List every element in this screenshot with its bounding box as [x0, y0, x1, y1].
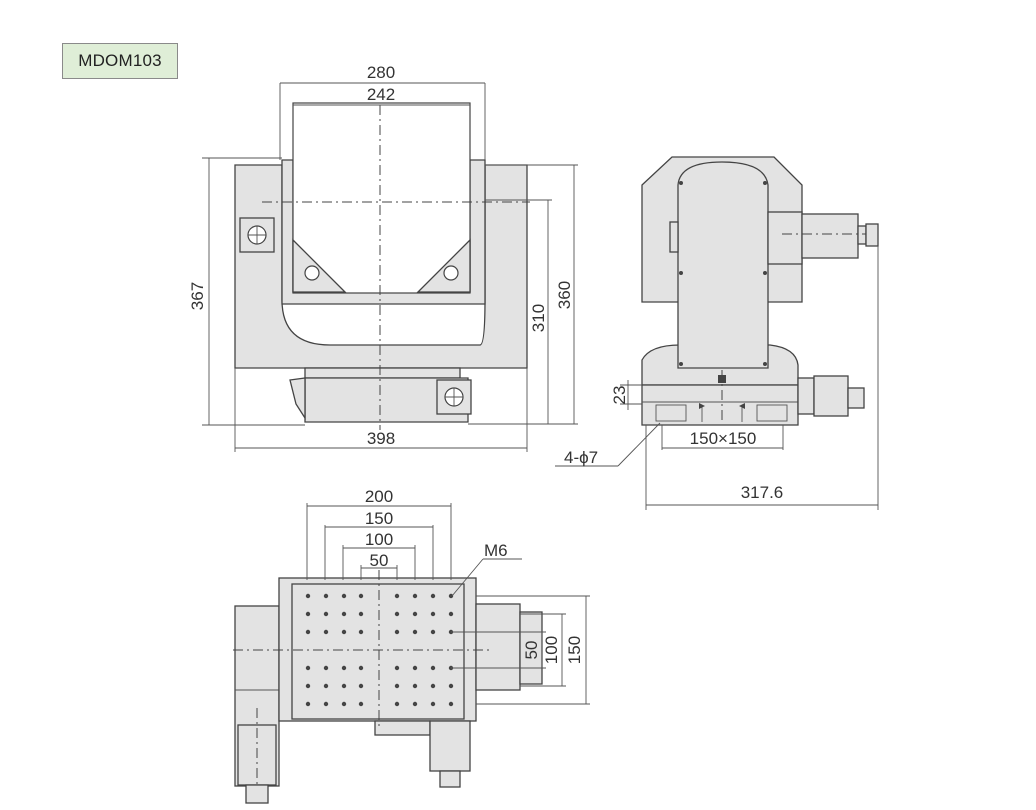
dim-100-v: 100	[542, 636, 561, 664]
front-gusset-right	[416, 238, 471, 293]
model-label-badge: MDOM103	[62, 43, 178, 79]
dim-398: 398	[367, 429, 395, 448]
front-gusset-left	[292, 238, 347, 293]
dim-50-v: 50	[522, 641, 541, 660]
top-motor-right	[475, 603, 521, 691]
dim-4-phi7: 4-ϕ7	[564, 448, 598, 467]
front-view: 280 242 367 360 310 398	[188, 63, 578, 452]
side-motor-lower	[813, 375, 849, 417]
front-cradle-window	[292, 102, 471, 294]
dim-310: 310	[529, 304, 548, 332]
dim-150-top: 150	[365, 509, 393, 528]
top-hole-grid	[305, 593, 454, 707]
front-gusset-hole-left	[304, 265, 320, 281]
dim-100-top: 100	[365, 530, 393, 549]
thread-m6-label: M6	[484, 541, 508, 560]
top-motor-bottom	[429, 720, 471, 772]
dim-150x150: 150×150	[690, 429, 757, 448]
dim-200: 200	[365, 487, 393, 506]
side-motor-upper	[801, 213, 859, 259]
dim-360: 360	[555, 281, 574, 309]
dim-50-top: 50	[370, 551, 389, 570]
top-view: 200 150 100 50 M6 50 100 150	[233, 487, 590, 804]
front-base-handle	[289, 377, 306, 421]
dim-23: 23	[610, 386, 629, 405]
dim-150-v: 150	[565, 636, 584, 664]
dim-367: 367	[188, 282, 207, 310]
dim-280: 280	[367, 63, 395, 82]
front-gusset-hole-right	[443, 265, 459, 281]
dim-242: 242	[367, 85, 395, 104]
front-base-plate	[304, 367, 461, 379]
side-view: 23 150×150 4-ϕ7 317.6	[555, 156, 879, 510]
side-cradle	[677, 161, 769, 369]
dim-317-6: 317.6	[741, 483, 784, 502]
